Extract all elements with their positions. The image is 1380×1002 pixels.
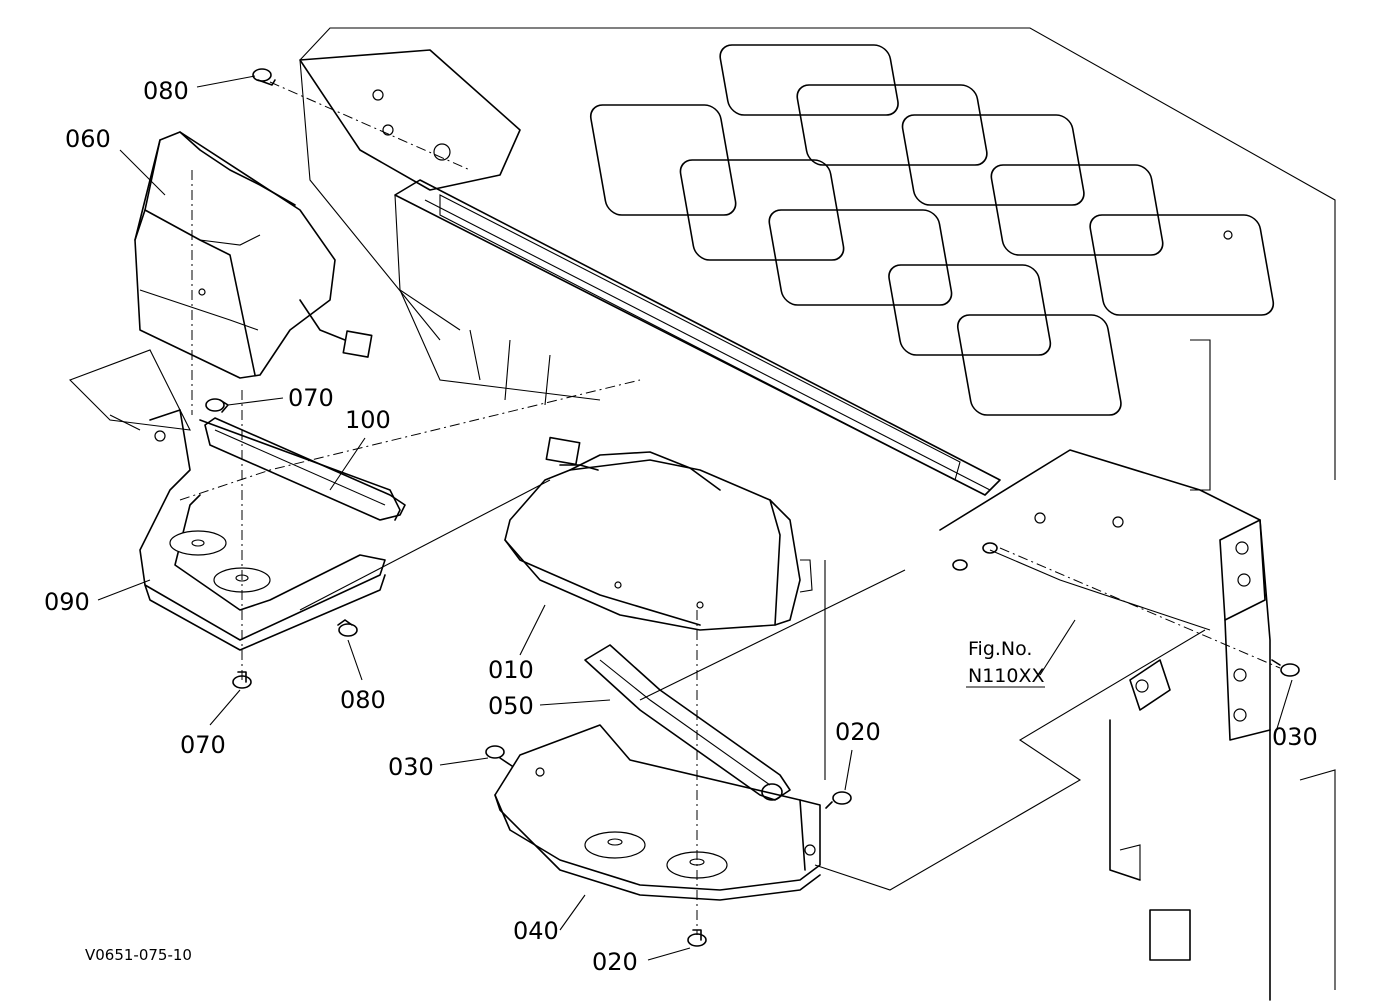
bolt-030-left	[485, 745, 513, 767]
figure-ref-line2: N110XX	[968, 665, 1045, 687]
left-fasteners	[205, 68, 358, 689]
seal-100	[204, 417, 406, 521]
part-labels: 080 060 070 100 090 080 070 010 050 030 …	[44, 77, 1318, 976]
leader-lines	[97, 75, 1293, 961]
bolt-030-frame	[952, 542, 998, 571]
seal-050	[584, 644, 791, 801]
label-030-left: 030	[388, 753, 434, 781]
floor-grid	[589, 44, 1275, 491]
figure-ref-line1: Fig.No.	[968, 638, 1032, 660]
left-assembly-lines	[69, 81, 641, 680]
bolt-030-right	[1271, 659, 1300, 677]
label-030-right: 030	[1272, 723, 1318, 751]
label-080-top: 080	[143, 77, 189, 105]
bolt-070-top	[205, 398, 229, 413]
right-fasteners	[485, 542, 1300, 947]
bracket-090	[139, 409, 401, 651]
label-090: 090	[44, 588, 90, 616]
label-040: 040	[513, 917, 559, 945]
drawing-code: V0651-075-10	[85, 946, 192, 964]
label-060: 060	[65, 125, 111, 153]
bolt-080-side	[337, 619, 358, 637]
lamp-010	[504, 436, 813, 631]
bolt-020-side	[825, 791, 852, 809]
label-100: 100	[345, 406, 391, 434]
lamp-060	[134, 131, 373, 379]
label-020-bottom: 020	[592, 948, 638, 976]
label-070-bottom: 070	[180, 731, 226, 759]
bracket-040	[494, 724, 821, 901]
label-010: 010	[488, 656, 534, 684]
label-080-side: 080	[340, 686, 386, 714]
label-050: 050	[488, 692, 534, 720]
right-assembly-lines	[639, 547, 1281, 935]
label-020-side: 020	[835, 718, 881, 746]
figure-reference: Fig.No. N110XX	[966, 638, 1045, 688]
right-post	[939, 449, 1336, 1001]
label-070-top: 070	[288, 384, 334, 412]
bolt-080-top	[252, 68, 276, 86]
